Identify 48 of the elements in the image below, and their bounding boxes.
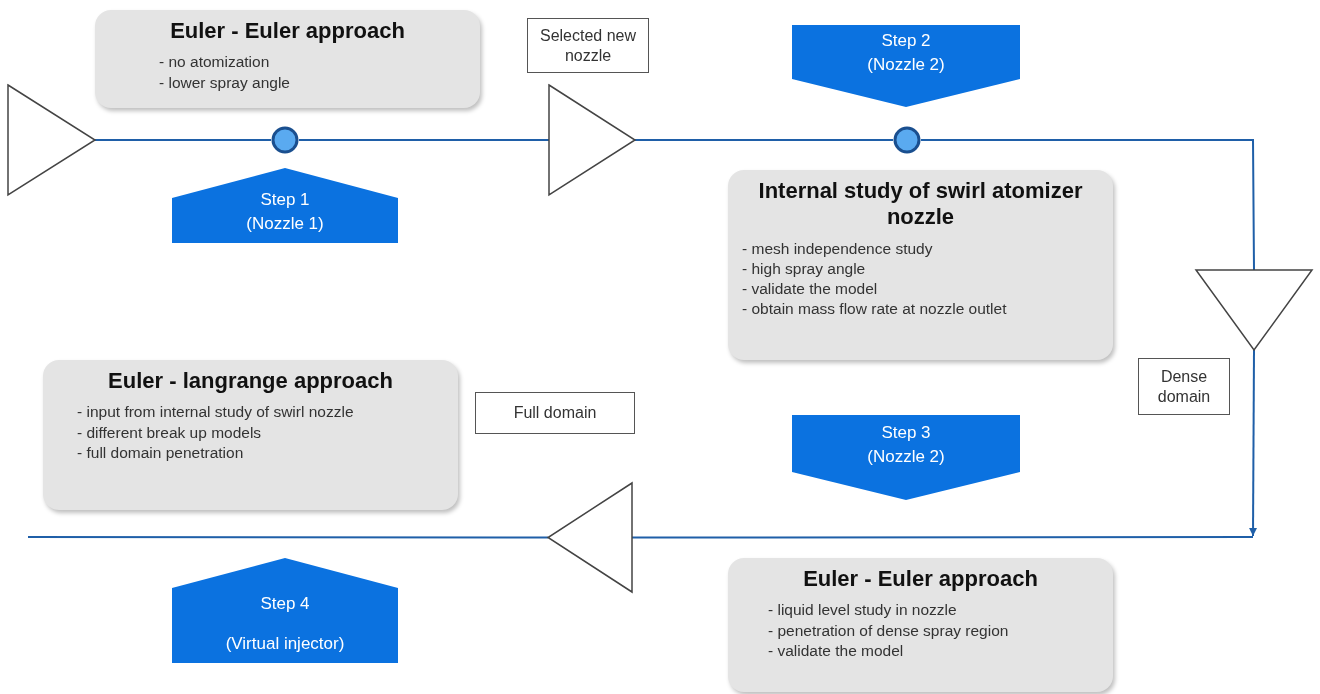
step-banner <box>172 168 398 243</box>
connector-line <box>1249 349 1258 537</box>
info-card <box>728 558 1113 692</box>
info-card <box>43 360 458 510</box>
bullet-item: - validate the model <box>767 640 905 661</box>
card-heading: Internal study of swirl atomizer nozzle <box>757 178 1084 231</box>
step-banner <box>792 25 1020 107</box>
step-label: (Virtual injector) <box>224 634 346 655</box>
step-label: Step 2 <box>880 31 932 52</box>
bullet-item: - high spray angle <box>742 258 867 279</box>
connector-line <box>634 139 894 141</box>
label-box: Selected new nozzle <box>527 18 649 73</box>
step-label: (Nozzle 1) <box>245 214 325 235</box>
bullet-item: - no atomization <box>158 52 271 73</box>
connector-line <box>920 139 1255 271</box>
connector-line <box>27 536 549 539</box>
bullet-item: - obtain mass flow rate at nozzle outlet <box>742 299 1008 320</box>
connector-line <box>298 139 550 141</box>
connector-line <box>631 536 1254 539</box>
info-card <box>728 170 1113 360</box>
triangle-marker <box>8 85 95 195</box>
bullet-item: - input from internal study of swirl nozzle <box>76 402 355 423</box>
bullet-item: - penetration of dense spray region <box>767 620 1010 641</box>
step-label: Step 3 <box>880 423 932 444</box>
card-heading: Euler - Euler approach <box>802 566 1039 593</box>
bullet-item: - mesh independence study <box>742 238 934 259</box>
step-label: Step 4 <box>259 594 311 615</box>
step-label: (Nozzle 2) <box>866 447 946 468</box>
info-card <box>95 10 480 108</box>
step-label: (Nozzle 2) <box>866 55 946 76</box>
step-banner <box>792 415 1020 500</box>
triangle-marker <box>1196 270 1312 350</box>
milestone-dot <box>271 126 299 154</box>
connector-line <box>94 139 272 141</box>
triangle-marker <box>549 85 635 195</box>
step-label: Step 1 <box>259 190 311 211</box>
bullet-item: - lower spray angle <box>158 72 291 93</box>
bullet-item: - different break up models <box>76 422 263 443</box>
card-heading: Euler - Euler approach <box>169 18 406 45</box>
label-box: Full domain <box>475 392 635 434</box>
card-heading: Euler - langrange approach <box>107 368 394 395</box>
bullet-item: - full domain penetration <box>76 442 245 463</box>
step-banner <box>172 558 398 663</box>
label-box: Dense domain <box>1138 358 1230 415</box>
triangle-marker <box>548 483 632 592</box>
milestone-dot <box>893 126 921 154</box>
bullet-item: - validate the model <box>742 279 879 300</box>
bullet-item: - liquid level study in nozzle <box>767 600 958 621</box>
